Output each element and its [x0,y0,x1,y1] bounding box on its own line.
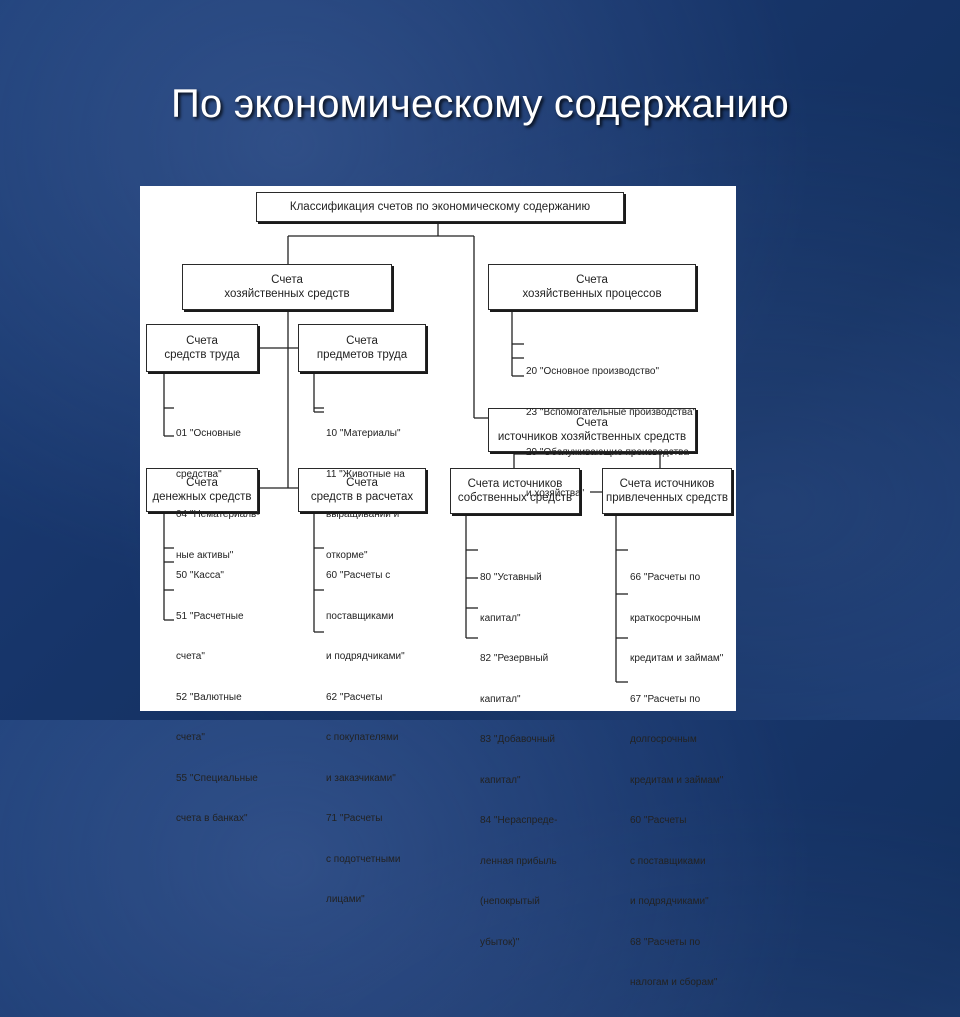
list-own-sources: 80 "Уставный капитал" 82 "Резервный капи… [480,544,557,976]
box-root: Классификация счетов по экономическому с… [256,192,624,222]
slide-title: По экономическому содержанию [171,82,789,126]
list-item: убыток)" [480,936,520,948]
list-item: капитал" [480,693,521,705]
classification-diagram: Классификация счетов по экономическому с… [140,186,736,988]
list-item: 04 "Нематериаль- [176,509,260,520]
list-item: 67 "Расчеты по [630,693,701,705]
list-item: выращивании и [326,509,400,520]
box-processes: Счета хозяйственных процессов [488,264,696,310]
list-item: с подотчетными [326,853,401,865]
box-labor-means-line-1: Счета [186,335,218,347]
box-settlements-line-1: Счета [346,477,378,489]
list-item: 23 "Вспомогательные производства" [526,406,697,418]
list-item: кредитам и займам" [630,774,724,786]
box-own-sources: Счета источников собственных средств [450,468,580,514]
list-item: лицами" [326,894,365,905]
box-sources: Счета источников хозяйственных средств [488,408,696,452]
list-item: счета в банках" [176,813,248,824]
list-item: 68 "Расчеты по [630,936,701,948]
box-borrowed-sources: Счета источников привлеченных средств [602,468,732,514]
list-item: капитал" [480,612,521,624]
box-settlements: Счета средств в расчетах [298,468,426,512]
list-item: 51 "Расчетные [176,610,244,622]
list-item: и подрядчиками" [326,651,405,662]
box-labor-means: Счета средств труда [146,324,258,372]
list-settlements: 60 "Расчеты с поставщиками и подрядчикам… [326,542,405,934]
list-item: и заказчиками" [326,772,396,784]
list-item: 80 "Уставный [480,572,542,583]
box-root-label: Классификация счетов по экономическому с… [289,201,591,213]
box-labor-means-line-2: средств труда [164,349,240,361]
box-labor-objects-line-1: Счета [346,335,378,347]
box-own-sources-line-2: собственных средств [457,492,573,504]
list-cash: 50 "Касса" 51 "Расчетные счета" 52 "Валю… [176,542,258,853]
box-borrowed-sources-line-2: привлеченных средств [605,492,729,504]
list-item: долгосрочным [630,734,697,745]
list-item: 60 "Расчеты с [326,570,391,581]
box-settlements-line-2: средств в расчетах [310,491,414,503]
list-item: 62 "Расчеты [326,691,383,703]
list-labor-objects: 10 "Материалы" 11 "Животные на выращиван… [326,400,405,589]
box-cash-line-1: Счета [186,477,218,489]
list-item: капитал" [480,774,521,786]
list-item: 83 "Добавочный [480,734,556,745]
list-item: и хозяйства" [526,487,585,499]
box-assets-line-1: Счета [271,274,303,286]
list-item: кредитам и займам" [630,653,724,664]
list-item: счета" [176,651,205,662]
list-item: (непокрытый [480,896,540,907]
list-item: 11 "Животные на [326,468,405,480]
list-item: ные активы" [176,549,234,561]
list-item: 20 "Основное производство" [526,366,660,377]
list-item: налогам и сборам" [630,977,718,988]
box-borrowed-sources-line-1: Счета источников [619,478,715,490]
box-cash: Счета денежных средств [146,468,258,512]
list-item: счета" [176,732,205,743]
box-sources-line-1: Счета [576,417,608,429]
box-assets-line-2: хозяйственных средств [224,288,350,300]
list-item: и подрядчиками" [630,896,709,907]
list-item: с поставщиками [630,855,706,867]
list-item: краткосрочным [630,612,701,624]
box-labor-objects: Счета предметов труда [298,324,426,372]
list-borrowed-sources: 66 "Расчеты по краткосрочным кредитам и … [630,544,723,1017]
list-item: 52 "Валютные [176,691,242,703]
list-item: 29 "Обслуживающие производства [526,447,689,458]
list-item: 01 "Основные [176,428,241,439]
box-labor-objects-line-2: предметов труда [316,349,408,361]
list-processes: 20 "Основное производство" 23 "Вспомогат… [526,338,696,527]
list-labor-means: 01 "Основные средства" 04 "Нематериаль- … [176,400,260,589]
list-item: с покупателями [326,732,399,743]
box-sources-line-2: источников хозяйственных средств [497,431,687,443]
list-item: 82 "Резервный [480,653,549,664]
list-item: 10 "Материалы" [326,428,401,439]
box-cash-line-2: денежных средств [152,491,252,503]
list-item: ленная прибыль [480,855,557,867]
list-item: 66 "Расчеты по [630,572,701,583]
list-item: 50 "Касса" [176,570,224,581]
box-processes-line-2: хозяйственных процессов [522,288,662,300]
box-processes-line-1: Счета [576,274,608,286]
box-own-sources-line-1: Счета источников [467,478,563,490]
list-item: 84 "Нераспреде- [480,815,558,826]
diagram-connectors [163,222,661,683]
list-item: 71 "Расчеты [326,813,383,824]
box-assets: Счета хозяйственных средств [182,264,392,310]
list-item: 60 "Расчеты [630,815,687,826]
list-item: поставщиками [326,610,394,622]
list-item: откорме" [326,549,368,561]
list-item: 55 "Специальные [176,772,258,784]
list-item: средства" [176,468,222,480]
